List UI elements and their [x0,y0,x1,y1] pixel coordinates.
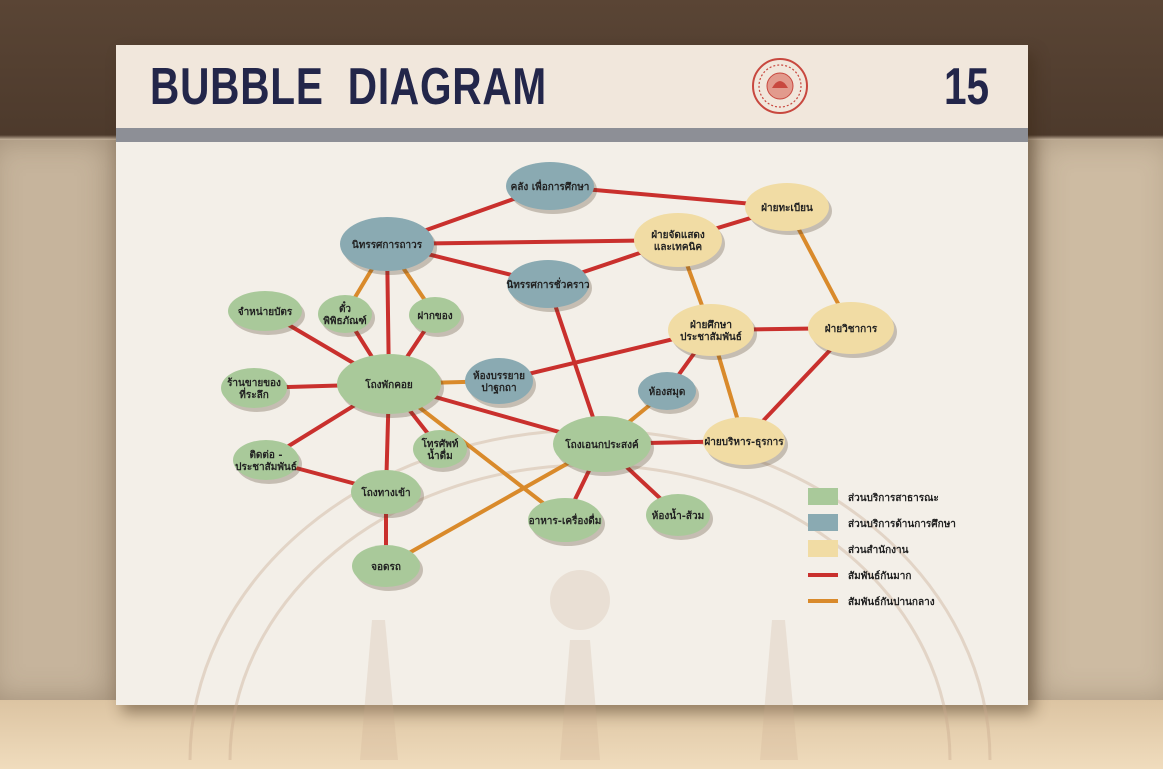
link-n3-n4 [385,238,680,246]
bubble-shape [337,354,441,414]
link-n16-n22 [384,442,604,568]
bubble-n22: จอดรถ [352,545,423,591]
bubble-label: ห้องน้ำ-ส้วม [652,508,704,522]
bubble-n9: ตั๋วพิพิธภัณฑ์ [318,295,375,337]
bubble-label: โถงเอนกประสงค์ [564,438,639,451]
bubble-shape [638,372,696,410]
bubble-shape [668,304,754,356]
bubble-n16: โถงเอนกประสงค์ [553,416,654,476]
board-title: BUBBLE DIAGRAM [150,58,548,116]
bubble-label: อาหาร-เครื่องดื่ม [529,513,602,527]
bubble-n11: โถงพักคอย [337,354,444,418]
space-bubbles: คลัง เพื่อการศึกษาฝ่ายทะเบียนนิทรรศการถา… [221,162,897,591]
bubble-label: โทรศัพท์ [421,437,459,450]
bubble-label: จอดรถ [371,562,401,573]
stone-wall-right [1028,140,1163,700]
bubble-shape [703,417,785,465]
bubble-label: โถงพักคอย [364,378,413,391]
seal-stamp-icon [752,58,808,114]
bubble-shape [634,213,722,267]
bubble-shape [528,498,602,542]
bubble-n8: จำหน่ายบัตร [228,291,305,335]
stone-wall-left [0,140,120,700]
legend-label: ส่วนบริการด้านการศึกษา [848,518,956,530]
bubble-shape [553,416,651,472]
bubble-shape [352,545,420,587]
legend-label: ส่วนสำนักงาน [848,544,909,556]
bubble-label: นิทรรศการชั่วคราว [506,277,590,291]
bubble-shape [465,358,533,404]
bubble-label: ประชาสัมพันธ์ [235,461,297,473]
bubble-label: ฝ่ายทะเบียน [761,202,813,214]
bubble-shape [221,368,287,408]
bubble-shape [351,470,421,514]
bubble-label: ร้านขายของ [227,377,281,389]
legend-swatch-green [808,488,838,505]
bubble-label: ฝากของ [417,310,452,322]
bubble-n13: ห้องสมุด [638,372,699,414]
bubble-label: ฝ่ายวิชาการ [825,323,878,335]
bubble-label: และเทคนิค [654,241,702,253]
bubble-shape [409,297,461,333]
bubble-n5: นิทรรศการชั่วคราว [506,260,592,312]
bubble-label: ตั๋ว [339,301,351,315]
bubble-label: คลัง เพื่อการศึกษา [511,179,590,193]
bubble-n2: ฝ่ายทะเบียน [745,183,832,235]
bubble-label: จำหน่ายบัตร [238,306,293,318]
floor [0,700,1163,769]
bubble-label: ที่ระลึก [239,387,269,401]
board-header: BUBBLE DIAGRAM 15 [116,45,1028,128]
bubble-n7: ฝ่ายวิชาการ [808,302,897,358]
bubble-n15: โทรศัพท์น้ำดื่ม [413,430,470,472]
bubble-shape [340,217,434,271]
bubble-label: นิทรรศการถาวร [352,239,423,251]
bubble-n18: ติดต่อ -ประชาสัมพันธ์ [233,440,302,484]
legend-label: ส่วนบริการสาธารณะ [848,492,939,504]
legend-swatch-yellow [808,540,838,557]
bubble-label: ฝ่ายบริหาร-ธุรการ [704,436,784,448]
bubble-shape [808,302,894,354]
bubble-n20: อาหาร-เครื่องดื่ม [528,498,605,546]
bubble-shape [745,183,829,231]
bubble-label: น้ำดื่ม [427,448,453,462]
bubble-label: ฝ่ายจัดแสดง [651,229,705,241]
bubble-shape [507,260,589,308]
header-divider [116,128,1028,142]
bubble-label: โถงทางเข้า [360,486,410,499]
bubble-label: ปาฐกถา [481,382,516,394]
bubble-n1: คลัง เพื่อการศึกษา [506,162,597,214]
bubble-shape [318,295,372,333]
sheet-number: 15 [944,58,990,116]
bubble-label: ติดต่อ - [249,449,282,461]
bubble-label: ประชาสัมพันธ์ [680,331,742,343]
bubble-label: พิพิธภัณฑ์ [323,315,366,327]
legend: ส่วนบริการสาธารณะส่วนบริการด้านการศึกษาส… [808,488,956,608]
bubble-shape [233,440,299,480]
bubble-n3: นิทรรศการถาวร [340,217,437,275]
bubble-n17: ฝ่ายบริหาร-ธุรการ [703,417,788,469]
bubble-n21: ห้องน้ำ-ส้วม [646,494,713,540]
bubble-label: ฝ่ายศึกษา [690,319,732,331]
bubble-shape [646,494,710,536]
bubble-n19: โถงทางเข้า [351,470,424,518]
bubble-label: ห้องสมุด [649,386,686,398]
bubble-shape [228,291,302,331]
bubble-label: ห้องบรรยาย [473,370,525,382]
legend-label: สัมพันธ์กันปานกลาง [848,596,935,608]
bubble-shape [413,430,467,468]
bubble-shape [506,162,594,210]
legend-swatch-blue [808,514,838,531]
legend-label: สัมพันธ์กันมาก [848,570,911,582]
bubble-n10: ฝากของ [409,297,464,337]
